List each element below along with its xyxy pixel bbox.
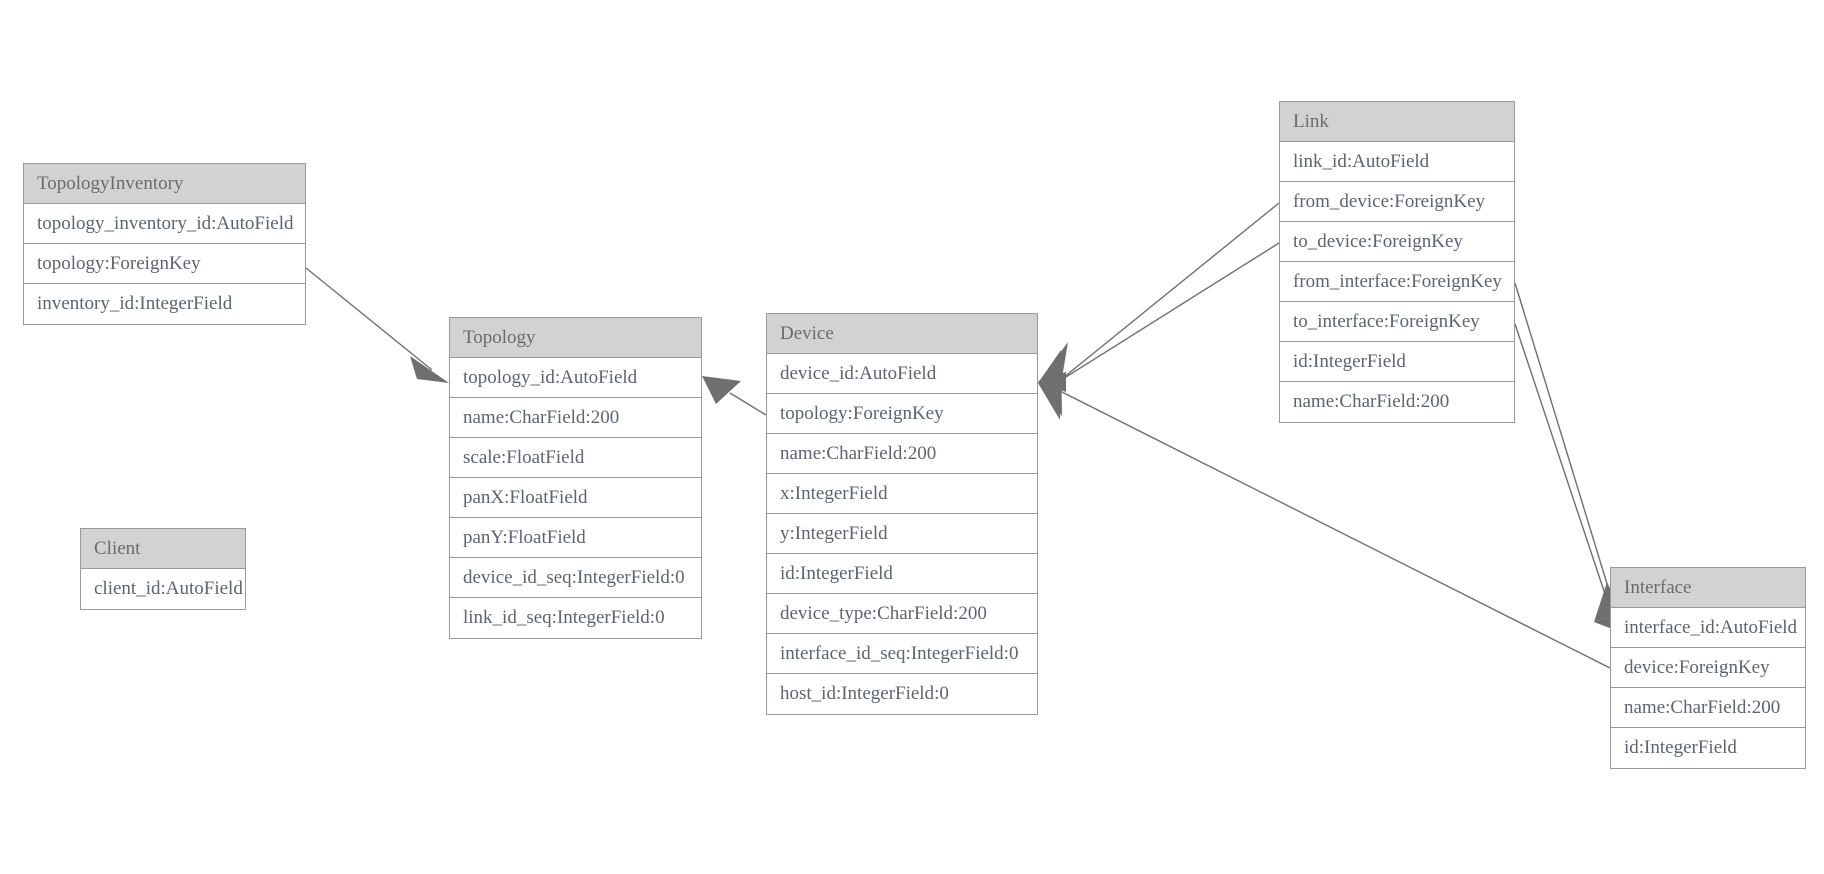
entity-title-device: Device (767, 314, 1037, 354)
entity-client[interactable]: Client client_id:AutoField (80, 528, 246, 610)
edge-interface-device (1057, 389, 1611, 669)
field-link-id: link_id:AutoField (1280, 142, 1514, 182)
field-device-id-integer: id:IntegerField (767, 554, 1037, 594)
field-link-to-interface: to_interface:ForeignKey (1280, 302, 1514, 342)
field-topology-name: name:CharField:200 (450, 398, 701, 438)
entity-title-client: Client (81, 529, 245, 569)
field-topology-link-id-seq: link_id_seq:IntegerField:0 (450, 598, 701, 638)
field-link-from-interface: from_interface:ForeignKey (1280, 262, 1514, 302)
field-topology-scale: scale:FloatField (450, 438, 701, 478)
field-device-type: device_type:CharField:200 (767, 594, 1037, 634)
field-link-from-device: from_device:ForeignKey (1280, 182, 1514, 222)
field-device-interface-id-seq: interface_id_seq:IntegerField:0 (767, 634, 1037, 674)
entity-title-topology: Topology (450, 318, 701, 358)
field-link-id-integer: id:IntegerField (1280, 342, 1514, 382)
field-topology-pany: panY:FloatField (450, 518, 701, 558)
field-link-name: name:CharField:200 (1280, 382, 1514, 422)
entity-device[interactable]: Device device_id:AutoField topology:Fore… (766, 313, 1038, 715)
field-interface-id-integer: id:IntegerField (1611, 728, 1805, 768)
edge-topologyinventory-topology (305, 267, 449, 383)
field-device-y: y:IntegerField (767, 514, 1037, 554)
entity-title-interface: Interface (1611, 568, 1805, 608)
edge-link-to-device (1057, 242, 1280, 383)
field-device-host-id: host_id:IntegerField:0 (767, 674, 1037, 714)
field-inventory-id: inventory_id:IntegerField (24, 284, 305, 324)
field-topology-id: topology_id:AutoField (450, 358, 701, 398)
entity-title-topologyinventory: TopologyInventory (24, 164, 305, 204)
field-link-to-device: to_device:ForeignKey (1280, 222, 1514, 262)
field-device-topology-fk: topology:ForeignKey (767, 394, 1037, 434)
field-device-x: x:IntegerField (767, 474, 1037, 514)
entity-topologyinventory[interactable]: TopologyInventory topology_inventory_id:… (23, 163, 306, 325)
field-interface-device-fk: device:ForeignKey (1611, 648, 1805, 688)
entity-link[interactable]: Link link_id:AutoField from_device:Forei… (1279, 101, 1515, 423)
field-device-id: device_id:AutoField (767, 354, 1037, 394)
edge-link-from-device (1057, 202, 1280, 383)
field-client-id: client_id:AutoField (81, 569, 245, 609)
field-topology-device-id-seq: device_id_seq:IntegerField:0 (450, 558, 701, 598)
entity-title-link: Link (1280, 102, 1514, 142)
arrowhead-device-right (1038, 342, 1068, 420)
field-interface-name: name:CharField:200 (1611, 688, 1805, 728)
field-topology-inventory-id: topology_inventory_id:AutoField (24, 204, 305, 244)
field-topology-panx: panX:FloatField (450, 478, 701, 518)
edge-link-from-interface (1514, 282, 1613, 601)
field-device-name: name:CharField:200 (767, 434, 1037, 474)
field-topology-fk: topology:ForeignKey (24, 244, 305, 284)
entity-topology[interactable]: Topology topology_id:AutoField name:Char… (449, 317, 702, 639)
entity-interface[interactable]: Interface interface_id:AutoField device:… (1610, 567, 1806, 769)
edge-link-to-interface (1514, 323, 1608, 601)
field-interface-id: interface_id:AutoField (1611, 608, 1805, 648)
edge-device-topology (702, 376, 767, 416)
